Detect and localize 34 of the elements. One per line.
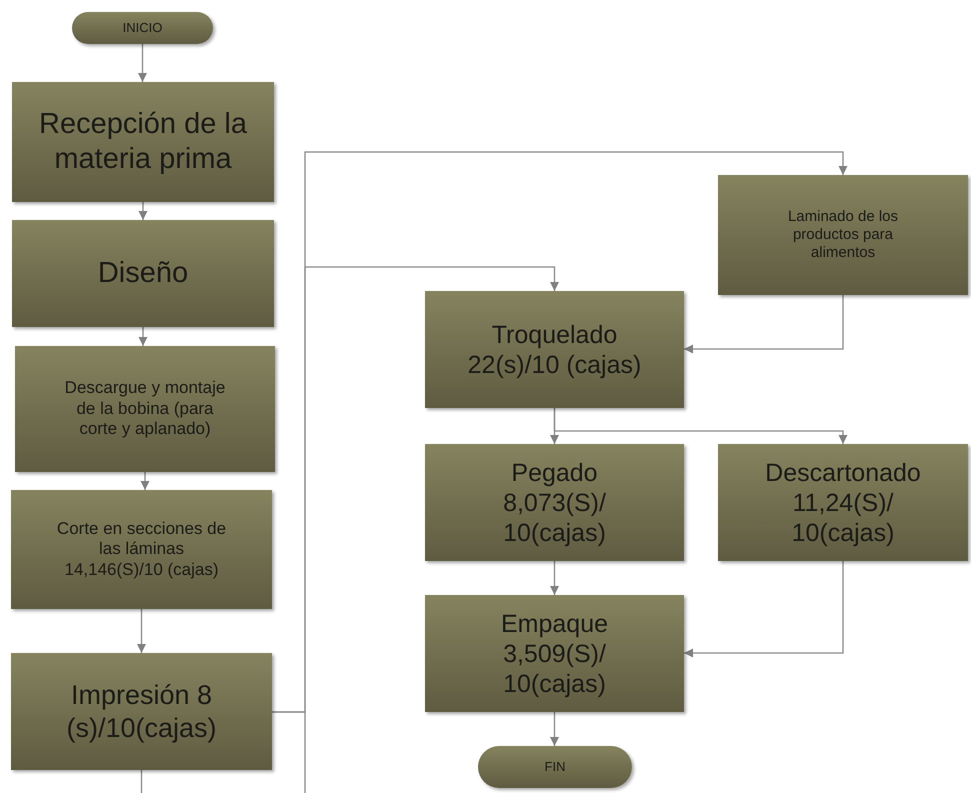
arrow xyxy=(684,295,844,354)
arrow xyxy=(554,408,848,444)
step-label: Impresión 8 (s)/10(cajas) xyxy=(65,679,218,744)
step-label: Laminado de los productos para alimentos xyxy=(786,208,900,262)
process-box xyxy=(15,346,275,472)
process-box xyxy=(11,490,272,609)
arrow xyxy=(138,327,148,346)
process-box xyxy=(425,291,684,408)
process-box xyxy=(718,444,968,561)
step-label: Empaque 3,509(S)/ 10(cajas) xyxy=(500,608,610,698)
process-box xyxy=(425,444,684,561)
terminal-pill xyxy=(478,746,632,788)
arrow xyxy=(684,561,844,658)
step-label: Descargue y montaje de la bobina (para corte y aplanado) xyxy=(64,378,226,440)
arrow xyxy=(138,202,148,220)
step-label: Descartonado 11,24(S)/ 10(cajas) xyxy=(764,458,922,548)
terminal-pill xyxy=(72,12,213,44)
process-box xyxy=(718,175,968,295)
process-box xyxy=(12,220,274,327)
arrow xyxy=(137,609,146,653)
step-label: Diseño xyxy=(98,256,188,291)
step-label: Recepción de la materia prima xyxy=(38,107,248,177)
process-box xyxy=(11,653,272,770)
arrow xyxy=(550,712,559,746)
step-label: Pegado 8,073(S)/ 10(cajas) xyxy=(502,458,607,548)
arrow xyxy=(140,472,150,490)
step-label: INICIO xyxy=(122,20,162,36)
step-label: Corte en secciones de las láminas 14,146(S)/10 (cajas) xyxy=(56,518,228,580)
step-label: Troquelado 22(s)/10 (cajas) xyxy=(466,320,642,380)
step-label: FIN xyxy=(544,759,566,775)
arrow xyxy=(138,44,147,82)
process-box xyxy=(425,595,684,712)
arrow xyxy=(550,561,559,595)
process-box xyxy=(12,82,274,202)
